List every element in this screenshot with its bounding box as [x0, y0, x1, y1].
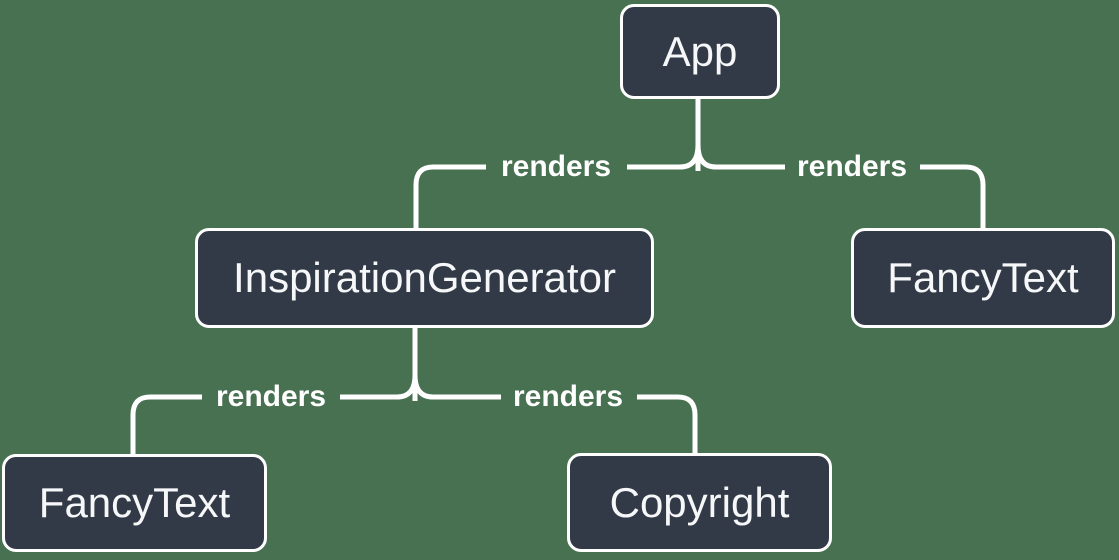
tree-node-fancytext-right: FancyText [851, 228, 1115, 328]
edge-label-renders-inspirationgenerator-fancytext: renders [215, 380, 327, 413]
edge-label-renders-app-inspirationgenerator: renders [500, 150, 612, 183]
edge-label-renders-inspirationgenerator-copyright: renders [512, 380, 624, 413]
edge-label-renders-app-fancytext: renders [796, 150, 908, 183]
tree-node-app: App [620, 4, 780, 99]
tree-node-fancytext-left: FancyText [2, 454, 267, 552]
tree-node-copyright: Copyright [567, 453, 832, 552]
tree-node-inspiration-generator: InspirationGenerator [195, 228, 654, 328]
edge-app-to-fancytext-a [695, 144, 785, 170]
edge-app-to-inspirationgenerator-b [413, 164, 486, 228]
edge-app-to-inspirationgenerator-a [627, 144, 701, 170]
edge-inspirationgenerator-to-copyright-b [637, 394, 698, 453]
edge-inspirationgenerator-to-fancytext-a [340, 374, 418, 400]
edge-inspirationgenerator-to-copyright-a [412, 374, 501, 400]
edge-inspirationgenerator-to-fancytext-b [130, 394, 202, 454]
edge-app-to-fancytext-b [920, 164, 986, 228]
